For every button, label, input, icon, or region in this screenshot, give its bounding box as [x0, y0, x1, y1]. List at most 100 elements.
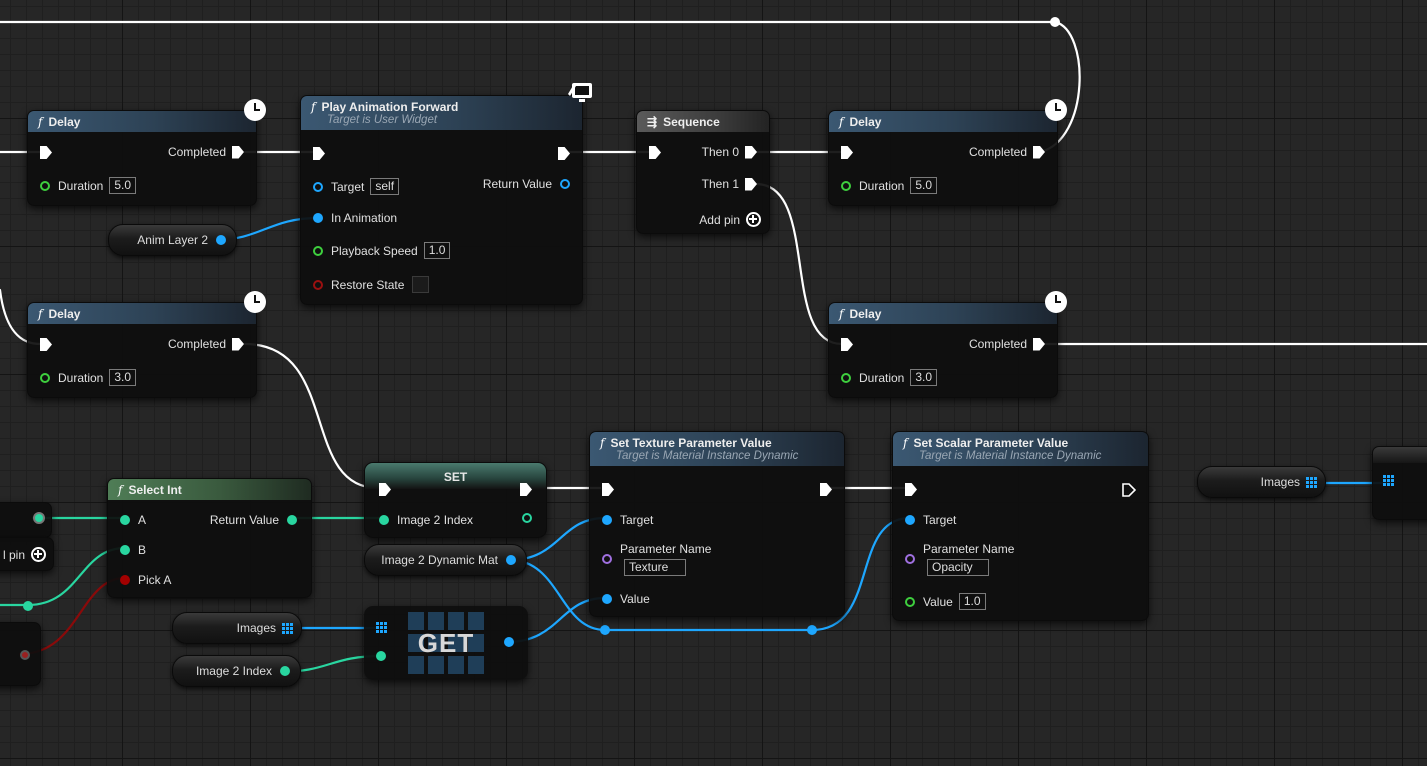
exec-in-pin[interactable] — [841, 338, 853, 351]
add-pin-button[interactable]: Add pin — [699, 212, 761, 227]
exec-in-pin[interactable] — [40, 338, 52, 351]
float-pin[interactable] — [841, 180, 851, 191]
exec-in-pin[interactable] — [379, 483, 391, 496]
restore-state-checkbox[interactable] — [412, 276, 430, 293]
exec-out-pin[interactable] — [745, 177, 757, 191]
int-out-pin[interactable] — [33, 512, 45, 524]
node-title: Play Animation Forward — [321, 100, 459, 114]
partial-node-left-1[interactable] — [0, 502, 52, 538]
b-label: B — [138, 543, 147, 557]
array-get-node[interactable]: GET — [364, 606, 528, 680]
get-label: GET — [417, 628, 475, 658]
int-pin[interactable] — [376, 651, 386, 661]
bool-out-pin[interactable] — [20, 650, 30, 660]
int-pin[interactable] — [120, 515, 130, 525]
exec-in-pin[interactable] — [40, 146, 52, 159]
exec-out-pin[interactable] — [745, 145, 757, 159]
exec-out-pin[interactable] — [820, 483, 832, 496]
duration-input[interactable]: 5.0 — [910, 177, 938, 194]
exec-out-pin[interactable] — [232, 337, 244, 351]
exec-out-pin[interactable] — [558, 147, 570, 160]
int-pin[interactable] — [379, 515, 389, 525]
parameter-name-input[interactable]: Opacity — [927, 559, 989, 576]
object-pin[interactable] — [905, 515, 915, 525]
exec-out-pin-hollow-icon — [1122, 483, 1136, 497]
exec-out-pin[interactable] — [232, 145, 244, 159]
partial-node-left-3[interactable] — [0, 622, 41, 686]
float-pin[interactable] — [841, 372, 851, 383]
clock-icon — [244, 291, 266, 313]
float-pin[interactable] — [313, 245, 323, 256]
int-pin[interactable] — [120, 545, 130, 555]
exec-out-pin[interactable] — [1033, 337, 1045, 351]
node-subtitle: Target is Material Instance Dynamic — [919, 450, 1102, 462]
add-pin-label: Add pin — [699, 212, 740, 227]
sequence-node[interactable]: ⇶Sequence Then 0 Then 1 Add pin — [636, 110, 770, 234]
playback-speed-input[interactable]: 1.0 — [423, 242, 451, 259]
array-icon[interactable] — [282, 622, 293, 634]
duration-input[interactable]: 3.0 — [109, 369, 137, 386]
image-2-dynamic-mat-variable[interactable]: Image 2 Dynamic Mat — [364, 544, 527, 576]
object-out-pin[interactable] — [506, 555, 516, 565]
object-out-pin[interactable] — [560, 179, 570, 189]
object-pin[interactable] — [313, 181, 323, 192]
partial-node-left-2[interactable]: l pin — [0, 537, 54, 571]
array-icon[interactable] — [1306, 476, 1317, 488]
object-out-pin[interactable] — [504, 637, 514, 647]
set-variable-node[interactable]: SET Image 2 Index — [364, 462, 547, 538]
float-pin[interactable] — [40, 180, 50, 191]
object-pin[interactable] — [602, 594, 612, 604]
object-pin[interactable] — [313, 213, 323, 223]
float-pin[interactable] — [905, 596, 915, 607]
add-pin-icon — [31, 547, 47, 562]
exec-in-pin[interactable] — [313, 147, 325, 160]
partial-node-right[interactable] — [1372, 446, 1427, 520]
name-pin[interactable] — [602, 554, 612, 564]
exec-out-pin[interactable] — [520, 483, 532, 496]
exec-in-pin[interactable] — [649, 146, 661, 159]
array-in-pin[interactable] — [376, 622, 387, 633]
add-pin-icon — [746, 212, 761, 227]
int-out-pin[interactable] — [522, 513, 532, 523]
exec-in-pin[interactable] — [841, 146, 853, 159]
playback-speed-label: Playback Speed — [331, 243, 418, 258]
reroute-node-int — [23, 601, 33, 611]
name-pin[interactable] — [905, 554, 915, 564]
image-2-index-variable[interactable]: Image 2 Index — [172, 655, 301, 687]
anim-layer-variable[interactable]: Anim Layer 2 — [108, 224, 237, 256]
exec-in-pin[interactable] — [905, 483, 917, 496]
parameter-name-input[interactable]: Texture — [624, 559, 686, 576]
images-variable-right[interactable]: Images — [1197, 466, 1326, 498]
array-in-pin[interactable] — [1383, 475, 1394, 486]
pick-a-label: Pick A — [138, 573, 172, 587]
int-out-pin[interactable] — [280, 666, 290, 676]
target-input[interactable]: self — [370, 178, 400, 195]
float-pin[interactable] — [40, 372, 50, 383]
duration-input[interactable]: 3.0 — [910, 369, 938, 386]
value-input[interactable]: 1.0 — [958, 593, 986, 610]
exec-in-pin[interactable] — [602, 483, 614, 496]
a-label: A — [138, 513, 147, 527]
function-icon: f — [38, 306, 43, 321]
int-out-pin[interactable] — [287, 515, 297, 525]
duration-input[interactable]: 5.0 — [109, 177, 137, 194]
bool-pin[interactable] — [313, 279, 323, 290]
object-pin[interactable] — [602, 515, 612, 525]
images-variable[interactable]: Images — [172, 612, 302, 644]
clock-icon — [1045, 99, 1067, 121]
exec-out-pin[interactable] — [1033, 145, 1045, 159]
target-label: Target — [923, 513, 957, 527]
object-out-pin[interactable] — [216, 235, 226, 245]
bool-pin[interactable] — [120, 575, 130, 585]
function-icon: f — [839, 306, 844, 321]
